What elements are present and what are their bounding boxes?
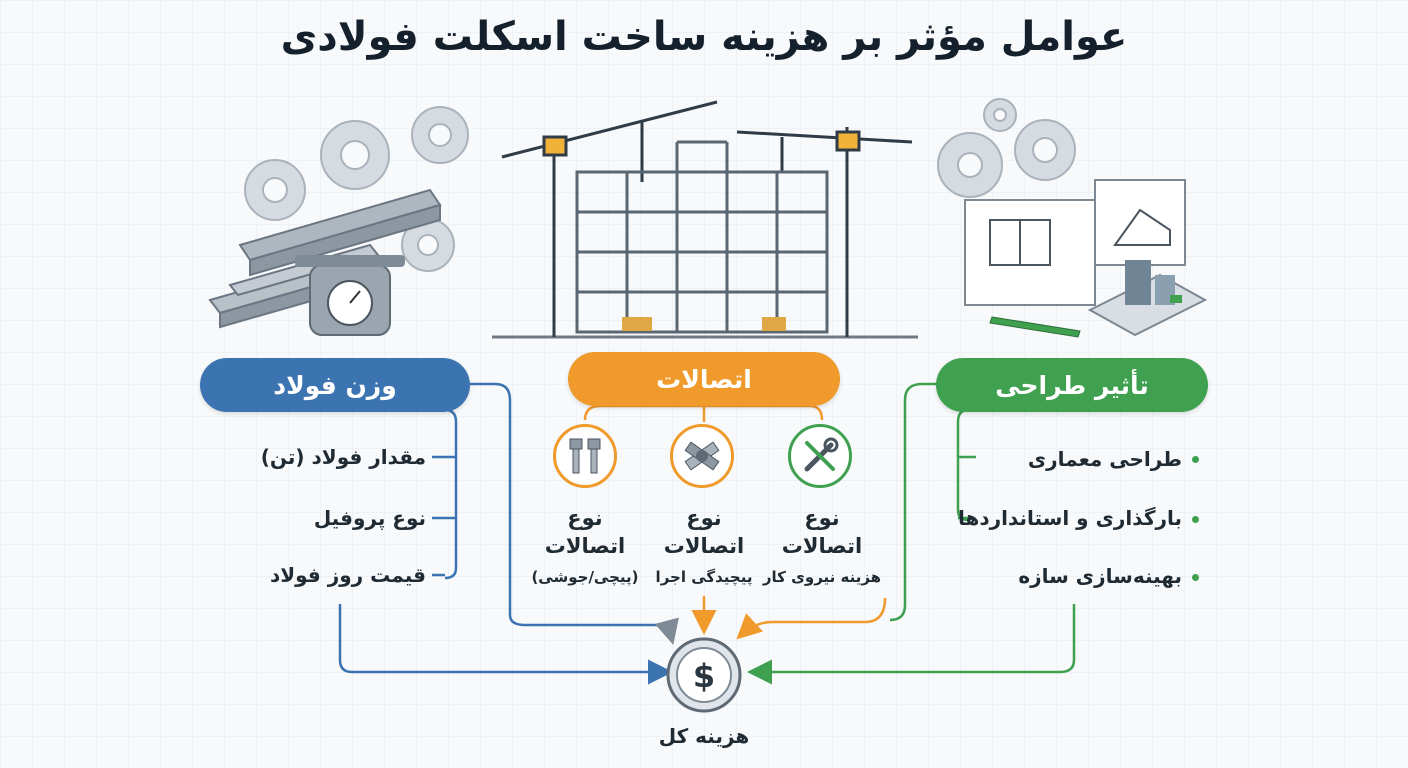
bullet-dot [1192, 574, 1199, 581]
design-item-architecture: طراحی معماری [1027, 447, 1182, 471]
steel-frame-building-illustration [492, 100, 918, 339]
design-item-loading-standards: بارگذاری و استانداردها [957, 506, 1182, 530]
total-cost-label: هزینه کل [658, 724, 750, 748]
pipes-fitting-icon [670, 424, 734, 488]
pencil-icon [989, 316, 1081, 338]
building-model-icon [1087, 260, 1208, 337]
steel-weight-item-price: قیمت روز فولاد [269, 563, 426, 587]
wrench-screwdriver-icon [788, 424, 852, 488]
steel-beams-scale-illustration [208, 106, 469, 336]
steel-weight-heading: وزن فولاد [200, 358, 470, 412]
connection-sub-bolt-weld: (پیچی/جوشی) [531, 568, 639, 586]
building-frame-icon [575, 140, 829, 334]
crane-icon [501, 100, 913, 337]
bullet-dot [1192, 456, 1199, 463]
design-item-structural-optimization: بهینه‌سازی سازه [1018, 564, 1182, 588]
bolt-nut-icon [553, 424, 617, 488]
gear-icon [244, 106, 469, 272]
connection-sub-labor-cost: هزینه نیروی کار [762, 568, 882, 586]
svg-text:$: $ [693, 657, 715, 695]
connections-heading: اتصالات [568, 352, 840, 406]
bullet-dot [1192, 516, 1199, 523]
design-impact-heading: تأثیر طراحی [936, 358, 1208, 412]
blueprint-design-illustration [937, 98, 1208, 338]
gear-icon [937, 98, 1076, 198]
steel-weight-item-amount: مقدار فولاد (تن) [260, 445, 426, 469]
steel-weight-item-profile: نوع پروفیل [313, 506, 426, 530]
dollar-coin-icon: $ [666, 637, 742, 713]
weighing-scale-icon [295, 255, 405, 336]
page-title: عوامل مؤثر بر هزینه ساخت اسکلت فولادی [280, 14, 1128, 60]
connection-sub-complexity: پیچیدگی اجرا [655, 568, 753, 586]
